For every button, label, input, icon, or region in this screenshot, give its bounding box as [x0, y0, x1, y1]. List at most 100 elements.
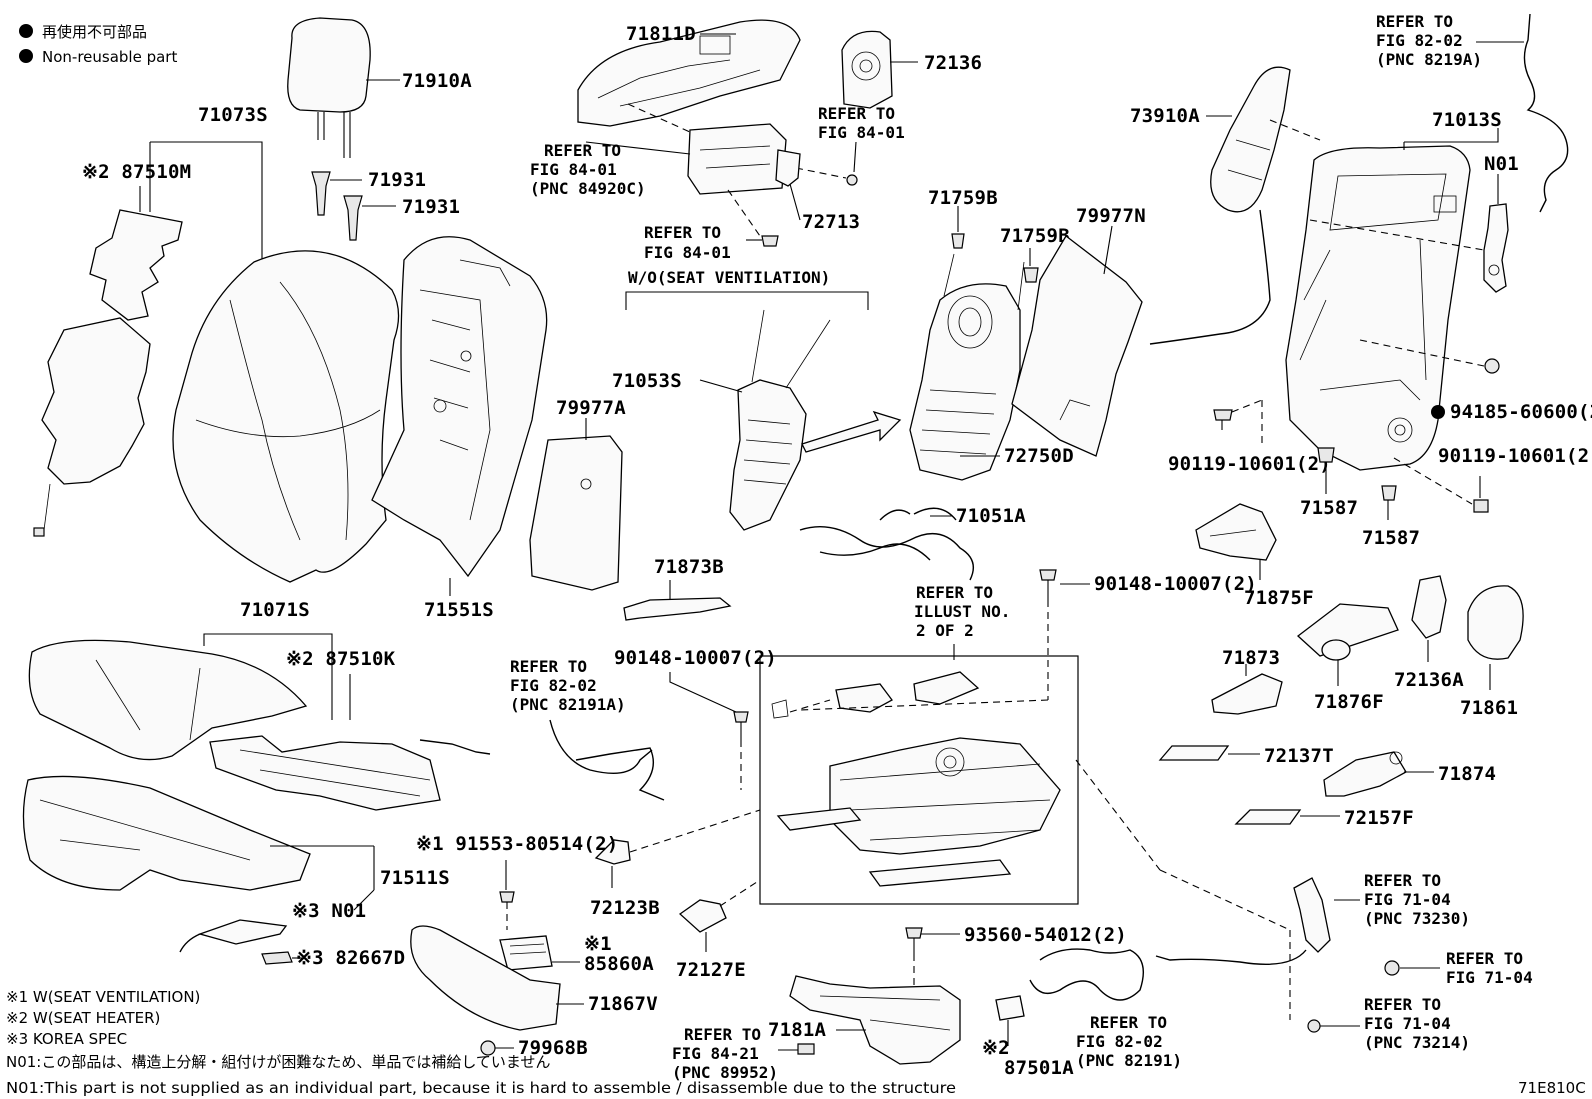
clip-71587[interactable] [1317, 447, 1397, 501]
recliner-mechanism[interactable] [687, 123, 787, 195]
label-90119-10601-a: 90119-10601(2) [1168, 453, 1331, 475]
ref-82-02-bot-l2: FIG 82-02 [1076, 1032, 1163, 1051]
legend-en: Non-reusable part [42, 48, 177, 66]
ref-84-21-l1: REFER TO [684, 1025, 761, 1044]
ref-fig-82-02-top[interactable]: REFER TO FIG 82-02 (PNC 8219A) [1376, 12, 1482, 69]
nut-94185[interactable] [1484, 358, 1500, 374]
cushion-cover-71071S[interactable] [28, 639, 308, 761]
sensor-mat-N01[interactable] [179, 919, 288, 953]
heater-pad-79977A[interactable] [529, 435, 623, 591]
label-72127E: 72127E [676, 959, 746, 981]
legend-jp: 再使用不可部品 [42, 23, 147, 41]
cover-72157F[interactable] [1234, 809, 1302, 825]
wire-harness-71051A[interactable] [799, 507, 974, 581]
side-airbag-73910A[interactable] [1210, 66, 1291, 213]
label-71759B-b: 71759B [1000, 225, 1070, 247]
nut-icon[interactable] [1307, 1019, 1321, 1033]
ref-illust-2of2[interactable]: REFER TO ILLUST NO. 2 OF 2 [914, 583, 1010, 640]
lumbar-support-71053S[interactable] [729, 309, 831, 531]
wire-harness-82191A[interactable] [549, 719, 665, 801]
clip-72127E[interactable] [678, 899, 727, 933]
bolt-90119-a[interactable] [1213, 409, 1233, 430]
ref-fig-84-01-c[interactable]: REFER TO FIG 84-01 [644, 223, 731, 262]
ref-71-04-c-l2: FIG 71-04 [1364, 1014, 1451, 1033]
label-71811D: 71811D [626, 23, 696, 45]
buckle-73230[interactable] [1293, 877, 1331, 953]
bracket-7181A[interactable] [789, 975, 961, 1065]
cushion-heater-87510K[interactable] [209, 735, 491, 811]
ref-fig-71-04-c[interactable]: REFER TO FIG 71-04 (PNC 73214) [1364, 995, 1470, 1052]
heater-ecu-87501A[interactable] [995, 995, 1025, 1021]
legend: 再使用不可部品 Non-reusable part [19, 23, 177, 66]
ref-fig-71-04-b[interactable]: REFER TO FIG 71-04 [1446, 949, 1533, 987]
bracket-71873B[interactable] [623, 597, 732, 621]
ecu-82667D[interactable] [261, 951, 293, 965]
ref-fig-82-02-mid[interactable]: REFER TO FIG 82-02 (PNC 82191A) [510, 657, 626, 714]
clip-72123B[interactable] [594, 839, 631, 865]
bolt-90119-b[interactable] [1473, 499, 1489, 513]
bracket-71875F[interactable] [1195, 503, 1277, 561]
bolt-90148-a[interactable] [733, 711, 749, 740]
bracket-71874[interactable] [1323, 751, 1407, 797]
headrest-guide-71931[interactable] [311, 171, 363, 241]
side-cover-71811D[interactable] [577, 19, 801, 127]
ref-84-01-b-l1: REFER TO [818, 104, 895, 123]
ref-fig-71-04-a[interactable]: REFER TO FIG 71-04 (PNC 73230) [1364, 871, 1470, 928]
ref-82-02-mid-l3: (PNC 82191A) [510, 695, 626, 714]
footnote-3: ※3 KOREA SPEC [6, 1030, 127, 1048]
label-71759B-a: 71759B [928, 187, 998, 209]
ref-71-04-b-l1: REFER TO [1446, 949, 1523, 968]
bolt-93560[interactable] [905, 927, 923, 954]
footnote-n01-en: N01:This part is not supplied as an indi… [6, 1079, 956, 1097]
ref-fig-84-01-b[interactable]: REFER TO FIG 84-01 [818, 104, 905, 142]
knob-71876F[interactable] [1296, 603, 1399, 661]
bracket-72713[interactable] [775, 149, 801, 187]
ref-84-01-c-l1: REFER TO [644, 223, 721, 242]
ref-fig-84-21[interactable]: REFER TO FIG 84-21 (PNC 89952) [672, 1025, 778, 1082]
wire-harness-82191[interactable] [1029, 948, 1144, 1001]
label-71931-b: 71931 [402, 196, 460, 218]
lumbar-support-72750D[interactable] [909, 253, 1025, 481]
ref-82-02-top-l2: FIG 82-02 [1376, 31, 1463, 50]
seatback-frame-71013S[interactable] [1285, 145, 1471, 471]
footnote-1: ※1 W(SEAT VENTILATION) [6, 988, 200, 1006]
fan-85860A[interactable] [499, 935, 553, 971]
label-N01-b: ※3 N01 [292, 900, 366, 922]
label-72123B: 72123B [590, 897, 660, 919]
footnotes: ※1 W(SEAT VENTILATION) ※2 W(SEAT HEATER)… [6, 988, 1586, 1097]
label-90148-10007-a: 90148-10007(2) [614, 647, 777, 669]
bolt-91553[interactable] [499, 891, 515, 903]
ref-fig-82-02-bot[interactable]: REFER TO FIG 82-02 (PNC 82191) [1076, 1013, 1182, 1070]
seatback-heater-87510M[interactable] [33, 209, 183, 537]
nut-icon[interactable] [1384, 960, 1400, 976]
bolt-90148-b[interactable] [1039, 569, 1057, 600]
ref-illust-l1: REFER TO [916, 583, 993, 602]
cushion-pad-71511S[interactable] [22, 775, 311, 891]
ref-84-01-a-l3: (PNC 84920C) [530, 179, 646, 198]
illustration-code: 71E810C [1518, 1079, 1586, 1097]
ref-fig-84-01-a[interactable]: REFER TO FIG 84-01 (PNC 84920C) [530, 141, 646, 198]
label-73910A: 73910A [1130, 105, 1200, 127]
label-94185-60600: 94185-60600(2) [1450, 401, 1592, 423]
screw-icon [761, 235, 779, 247]
clip-71759B[interactable] [951, 233, 1039, 283]
ref-82-02-mid-l2: FIG 82-02 [510, 676, 597, 695]
cover-71873[interactable] [1211, 673, 1283, 715]
label-79977A: 79977A [556, 397, 626, 419]
shield-71861[interactable] [1467, 585, 1524, 660]
seat-track-assembly[interactable] [771, 671, 1061, 887]
heater-pad-79977N[interactable] [1011, 235, 1143, 457]
cushion-front-71867V[interactable] [410, 925, 561, 1031]
cover-72137T[interactable] [1158, 745, 1230, 761]
headrest-71910A[interactable] [287, 17, 371, 158]
seatback-pad-71551S[interactable] [371, 236, 548, 578]
label-90119-10601-b: 90119-10601(2) [1438, 445, 1592, 467]
seatback-cover-71073S[interactable] [172, 250, 400, 583]
label-72136A: 72136A [1394, 669, 1464, 691]
pump-knob-72136[interactable] [841, 30, 893, 109]
label-87501A: 87501A [1004, 1057, 1074, 1079]
label-90148-10007-b: 90148-10007(2) [1094, 573, 1257, 595]
switch-72136A[interactable] [1411, 575, 1447, 639]
ref-84-01-b-l2: FIG 84-01 [818, 123, 905, 142]
motor-N01[interactable] [1483, 203, 1509, 293]
